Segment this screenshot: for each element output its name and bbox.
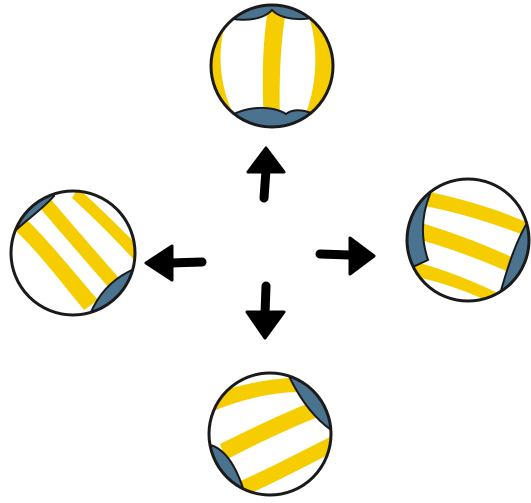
ball-up (209, 3, 335, 129)
arrow-up-icon (246, 146, 286, 203)
arrow-right-icon (315, 236, 376, 276)
ball-down (207, 371, 333, 497)
ball-right (405, 177, 531, 303)
arrow-down-icon (245, 281, 286, 340)
arrow-left-icon (144, 244, 207, 282)
ball-left (9, 189, 137, 317)
